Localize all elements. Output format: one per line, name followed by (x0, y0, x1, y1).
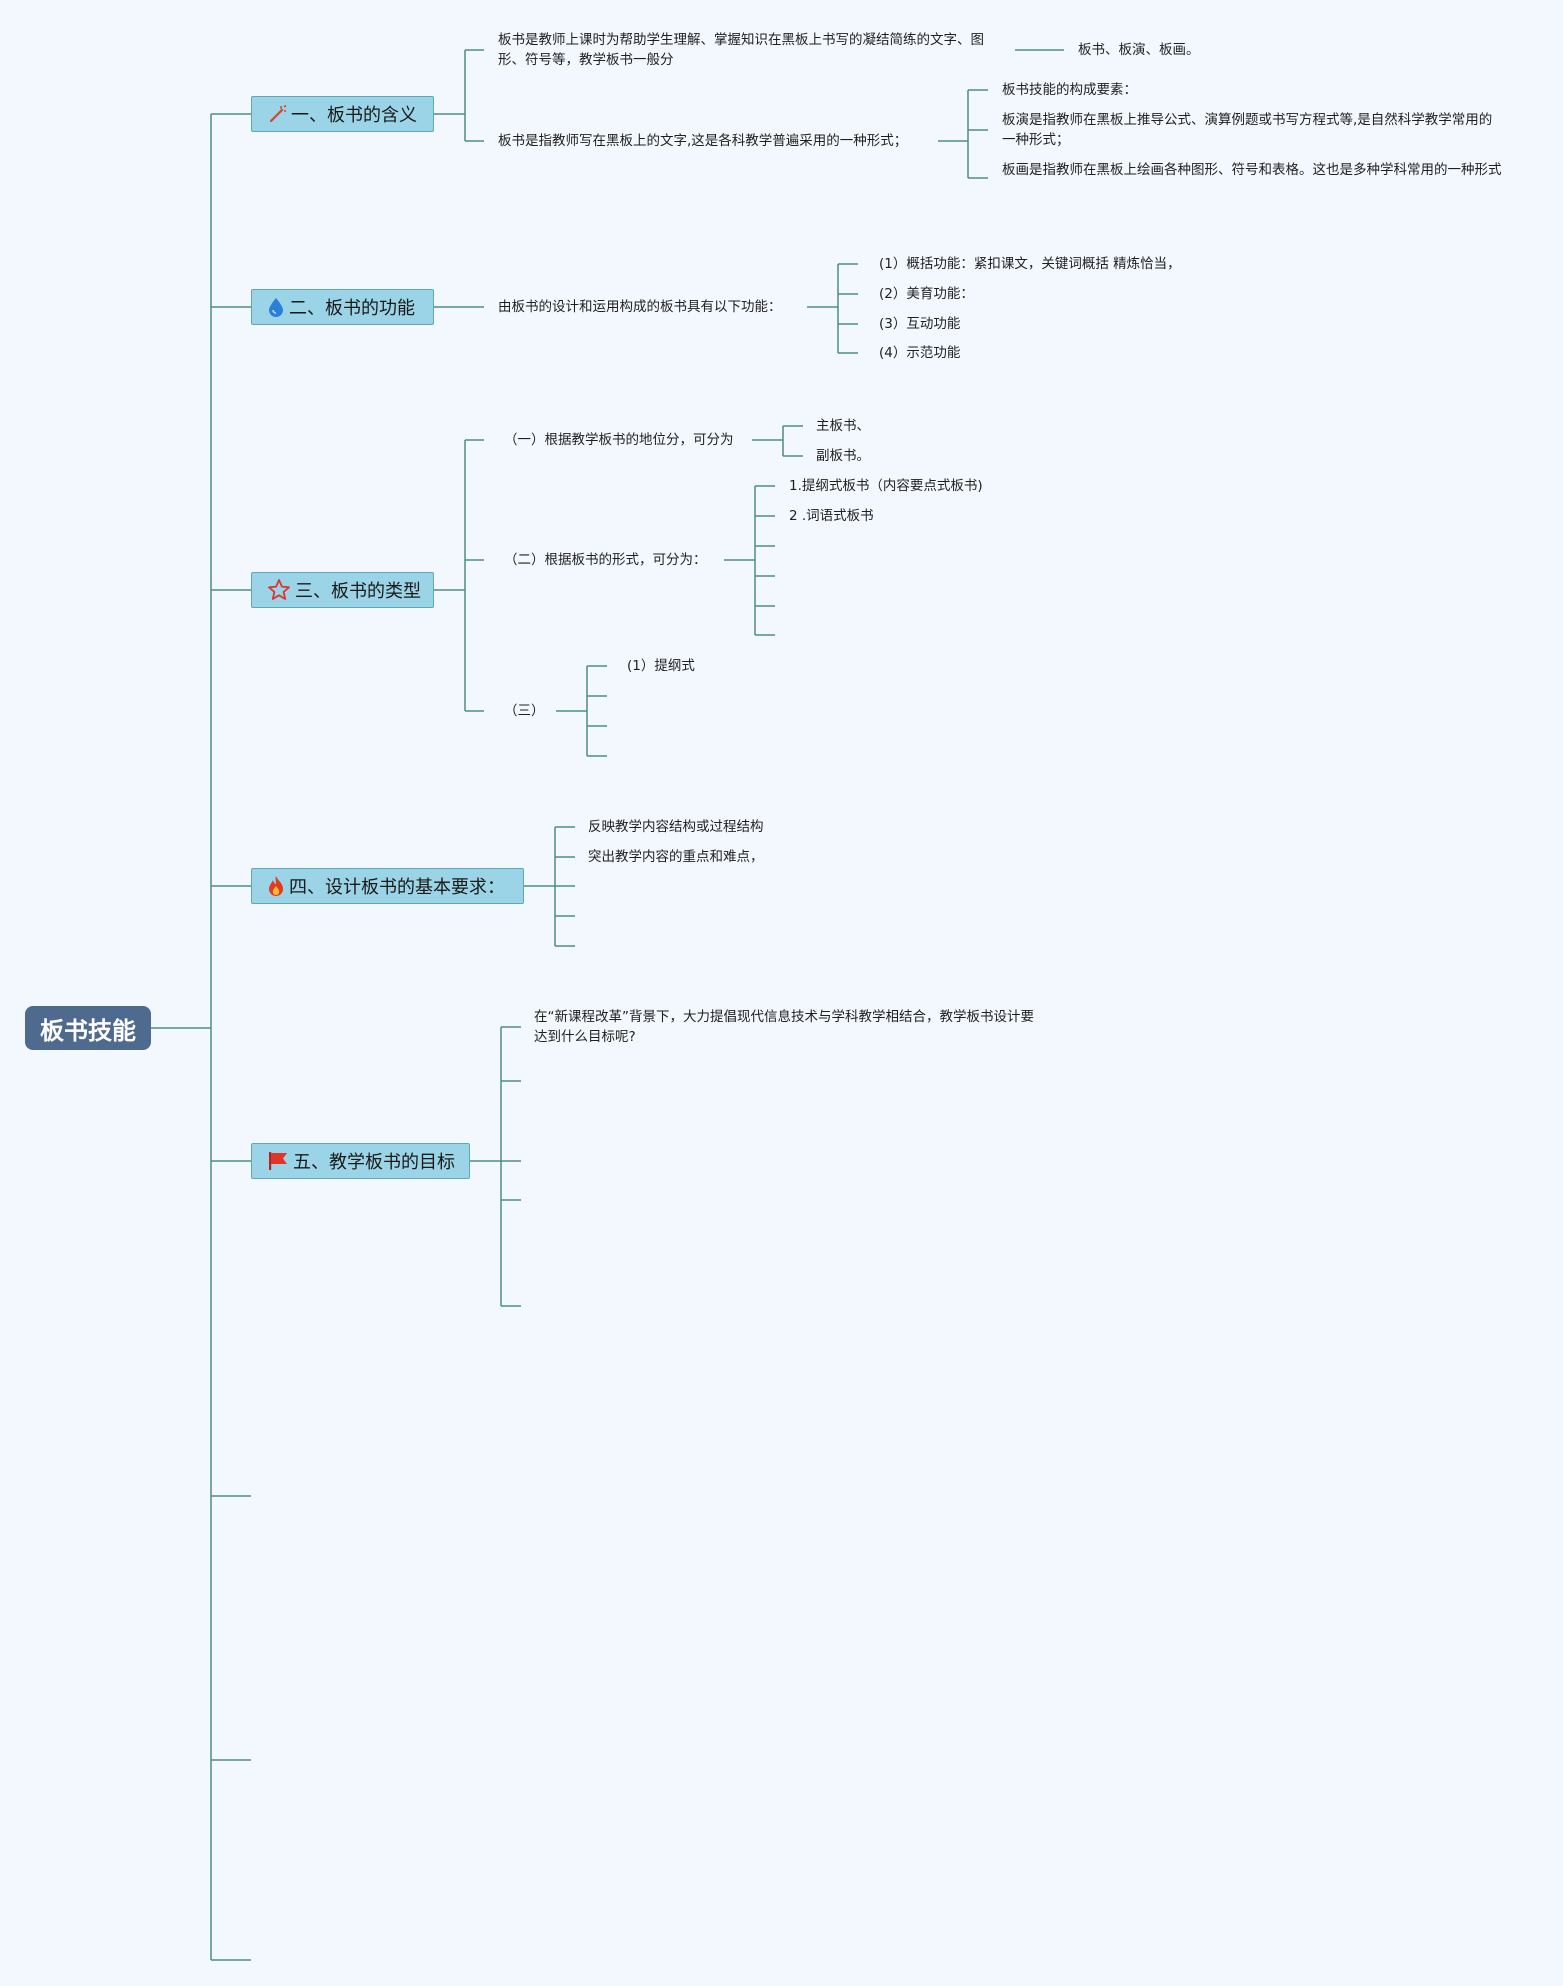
board-writing-categories[interactable]: 板书、板演、板画。 (1078, 42, 1200, 58)
function-interactive[interactable]: (3）互动功能 (879, 316, 961, 332)
topic-label: 四、设计板书的基本要求： (289, 877, 505, 898)
board-calculation-definition[interactable]: 板演是指教师在黑板上推导公式、演算例题或书写方程式等,是自然科学教学常用的一种形… (1002, 112, 1493, 148)
topic-label: 二、板书的功能 (289, 298, 415, 319)
requirement-key-points[interactable]: 突出教学内容的重点和难点， (588, 849, 764, 865)
function-aesthetic[interactable]: (2）美育功能： (879, 286, 974, 302)
root-label: 板书技能 (40, 1016, 136, 1045)
requirement-structure[interactable]: 反映教学内容结构或过程结构 (588, 819, 764, 835)
goal-question[interactable]: 在“新课程改革”背景下，大力提倡现代信息技术与学科教学相结合，教学板书设计要达到… (534, 1009, 1034, 1045)
topic-label: 三、板书的类型 (295, 581, 421, 602)
main-board[interactable]: 主板书、 (816, 418, 870, 434)
secondary-board[interactable]: 副板书。 (816, 448, 870, 464)
fire-icon (267, 875, 285, 897)
magic-wand-icon (267, 105, 287, 123)
topic-design-requirements[interactable]: 四、设计板书的基本要求： (251, 868, 524, 904)
star-icon (267, 579, 291, 601)
board-text-definition[interactable]: 板书是指教师写在黑板上的文字,这是各科教学普遍采用的一种形式； (498, 133, 908, 149)
function-summarize[interactable]: (1）概括功能：紧扣课文，关键词概括 精炼恰当， (879, 256, 1181, 272)
topic-board-writing-meaning[interactable]: 一、板书的含义 (251, 96, 434, 132)
flag-icon (267, 1151, 289, 1171)
function-demonstration[interactable]: (4）示范功能 (879, 345, 961, 361)
functions-intro[interactable]: 由板书的设计和运用构成的板书具有以下功能： (498, 299, 782, 315)
topic-teaching-goals[interactable]: 五、教学板书的目标 (251, 1143, 470, 1179)
word-board[interactable]: 2 .词语式板书 (789, 508, 874, 524)
root-topic[interactable]: 板书技能 (25, 1006, 151, 1050)
topic-label: 五、教学板书的目标 (293, 1152, 455, 1173)
water-drop-icon (267, 297, 285, 317)
board-drawing-definition[interactable]: 板画是指教师在黑板上绘画各种图形、符号和表格。这也是多种学科常用的一种形式 (1002, 162, 1502, 178)
skill-components[interactable]: 板书技能的构成要素： (1002, 82, 1137, 98)
topic-board-writing-types[interactable]: 三、板书的类型 (251, 572, 434, 608)
outline-board[interactable]: 1.提纲式板书（内容要点式板书) (789, 478, 983, 494)
topic-label: 一、板书的含义 (291, 105, 417, 126)
outline-type[interactable]: (1）提纲式 (627, 658, 695, 674)
types-by-status[interactable]: （一）根据教学板书的地位分，可分为 (504, 432, 734, 448)
types-third[interactable]: （三） (504, 703, 545, 719)
meaning-definition-general[interactable]: 板书是教师上课时为帮助学生理解、掌握知识在黑板上书写的凝结简练的文字、图形、符号… (498, 32, 984, 68)
types-by-form[interactable]: （二）根据板书的形式，可分为： (504, 552, 707, 568)
topic-board-writing-function[interactable]: 二、板书的功能 (251, 289, 434, 325)
